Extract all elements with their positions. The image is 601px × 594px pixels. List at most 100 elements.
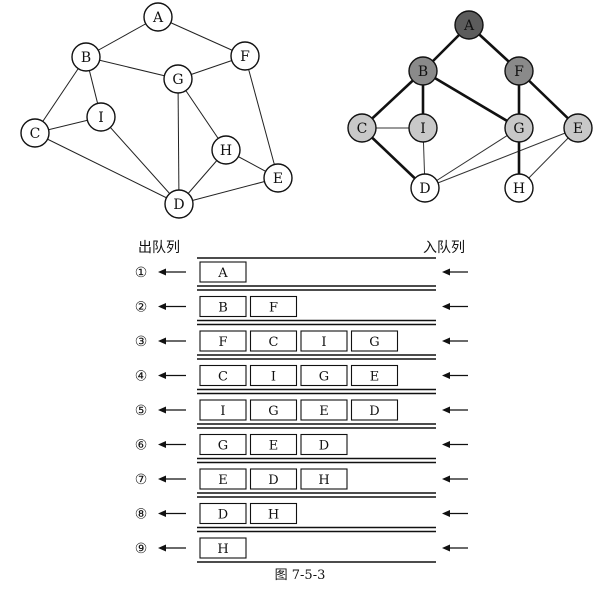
- node-label: G: [172, 72, 183, 88]
- edge-B-C: [34, 56, 87, 134]
- node-label: F: [240, 49, 250, 65]
- queue-cell: C: [199, 364, 247, 387]
- edge-C-D: [34, 132, 180, 205]
- queue-cell: G: [249, 399, 298, 421]
- out-queue-label: 出队列: [138, 240, 180, 256]
- node-label: F: [514, 64, 524, 80]
- graph-node-D: D: [410, 173, 440, 203]
- queue-cell: H: [249, 502, 298, 525]
- edge-G-D: [177, 78, 180, 205]
- graph-node-A: A: [143, 2, 173, 32]
- cell-label: H: [268, 508, 279, 523]
- in-arrowhead: [442, 268, 450, 276]
- edge-F-E: [244, 55, 279, 179]
- graph-node-B: B: [71, 42, 101, 72]
- queue-row-4: ④ C I G E: [135, 364, 468, 395]
- queue-cell: D: [350, 399, 399, 421]
- cell-label: C: [269, 335, 279, 350]
- node-label: H: [513, 181, 525, 197]
- queue-cell: D: [199, 502, 247, 525]
- cell-label: A: [217, 266, 228, 281]
- cell-label: D: [268, 473, 278, 488]
- cell-label: I: [271, 370, 276, 385]
- queue-cell: D: [300, 433, 348, 456]
- graph-node-A: A: [454, 10, 484, 40]
- out-arrowhead: [158, 303, 166, 310]
- in-arrowhead: [442, 303, 450, 310]
- step-label: ②: [135, 300, 148, 316]
- step-label: ⑧: [135, 507, 148, 523]
- graph-node-I: I: [408, 113, 438, 143]
- graph-node-F: F: [230, 41, 260, 71]
- cell-label: H: [318, 473, 329, 488]
- node-label: B: [418, 64, 428, 80]
- out-arrowhead: [158, 337, 166, 345]
- queue-cell: E: [199, 468, 247, 490]
- tree-edge-B-G: [422, 69, 520, 130]
- cell-label: E: [269, 439, 279, 454]
- step-label: ⑦: [135, 472, 148, 488]
- cell-label: I: [220, 404, 225, 419]
- step-label: ⑥: [135, 438, 148, 454]
- queue-cell: C: [249, 330, 298, 352]
- graph-node-D: D: [164, 189, 194, 219]
- graph-node-H: H: [504, 173, 534, 203]
- cell-label: G: [218, 439, 228, 454]
- in-arrowhead: [442, 544, 450, 552]
- node-label: A: [152, 10, 164, 26]
- node-label: H: [220, 143, 232, 159]
- node-label: E: [573, 121, 583, 137]
- step-label: ④: [135, 369, 148, 385]
- node-label: D: [419, 181, 430, 197]
- cell-label: G: [319, 370, 329, 385]
- out-arrowhead: [158, 441, 166, 448]
- out-arrowhead: [158, 510, 166, 517]
- queue-cell: G: [300, 364, 348, 387]
- queue-row-6: ⑥ G E D: [135, 433, 468, 464]
- edge-I-D: [100, 116, 180, 205]
- edge-E-D: [424, 127, 579, 189]
- queue-cell: D: [249, 468, 298, 490]
- node-label: B: [81, 50, 91, 66]
- graph-node-G: G: [163, 64, 193, 94]
- edge-A-F: [157, 16, 246, 57]
- node-label: C: [357, 121, 368, 137]
- graph-node-E: E: [563, 113, 593, 143]
- in-arrowhead: [442, 406, 450, 414]
- queue-row-7: ⑦ E D H: [135, 468, 468, 498]
- queue-cell: E: [350, 364, 399, 387]
- queue-cell: F: [249, 295, 298, 318]
- out-arrowhead: [158, 406, 166, 414]
- step-label: ⑤: [135, 403, 148, 419]
- queue-cell: E: [300, 399, 348, 421]
- queue-cell: E: [249, 433, 298, 456]
- edge-B-G: [85, 56, 179, 80]
- cell-label: G: [268, 404, 278, 419]
- step-label: ③: [135, 334, 148, 350]
- queue-cell: B: [199, 295, 247, 318]
- cell-label: B: [218, 301, 228, 316]
- graph-node-C: C: [20, 118, 50, 148]
- queue-row-8: ⑧ D H: [135, 502, 468, 533]
- queue-cell: A: [199, 261, 247, 283]
- out-arrowhead: [158, 475, 166, 483]
- queue-cell: H: [199, 537, 247, 559]
- cell-label: D: [218, 508, 228, 523]
- edge-E-D: [178, 177, 279, 205]
- in-arrowhead: [442, 510, 450, 517]
- graph-node-C: C: [347, 113, 377, 143]
- cell-label: D: [319, 439, 329, 454]
- in-queue-label: 入队列: [423, 240, 465, 256]
- cell-label: E: [370, 370, 380, 385]
- edge-G-D: [424, 127, 520, 189]
- cell-label: F: [269, 301, 278, 316]
- cell-label: E: [319, 404, 329, 419]
- node-label: E: [273, 171, 283, 187]
- node-label: G: [513, 121, 524, 137]
